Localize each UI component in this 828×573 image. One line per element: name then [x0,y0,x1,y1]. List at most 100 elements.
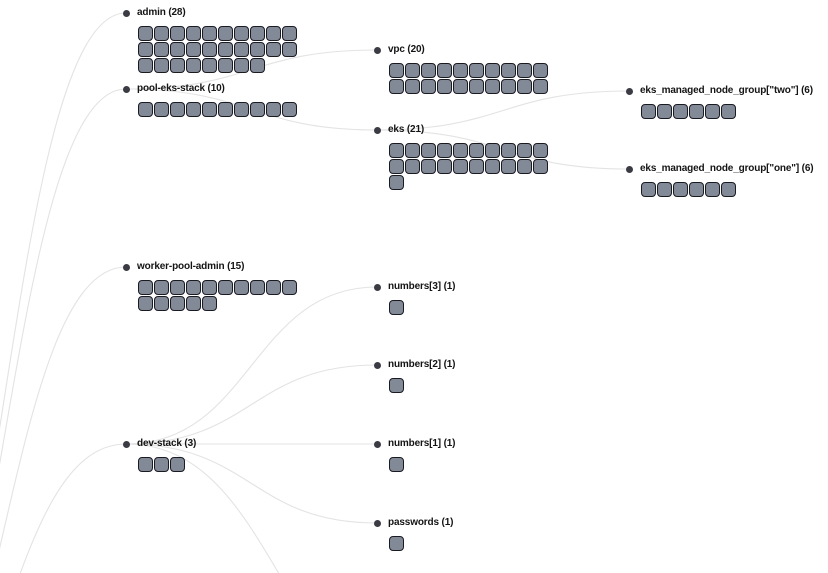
resource-square[interactable] [421,159,436,174]
resource-square[interactable] [154,26,169,41]
node-label[interactable]: pool-eks-stack (10) [137,83,225,94]
resource-square[interactable] [154,102,169,117]
resource-square[interactable] [517,143,532,158]
resource-square[interactable] [138,296,153,311]
resource-square[interactable] [469,159,484,174]
resource-square[interactable] [186,42,201,57]
node-label[interactable]: worker-pool-admin (15) [137,261,245,272]
node-dot-icon[interactable] [373,361,381,369]
node-dot-icon[interactable] [373,46,381,54]
resource-square[interactable] [154,42,169,57]
resource-square[interactable] [282,102,297,117]
resource-square[interactable] [234,42,249,57]
node-label[interactable]: eks_managed_node_group["two"] (6) [640,85,813,96]
resource-square[interactable] [218,42,233,57]
resource-square[interactable] [485,159,500,174]
resource-square[interactable] [517,63,532,78]
resource-square[interactable] [186,280,201,295]
resource-square[interactable] [641,104,656,119]
resource-square[interactable] [437,159,452,174]
resource-square[interactable] [154,58,169,73]
resource-square[interactable] [405,63,420,78]
resource-square[interactable] [705,182,720,197]
resource-square[interactable] [234,26,249,41]
resource-square[interactable] [170,58,185,73]
resource-square[interactable] [673,104,688,119]
resource-square[interactable] [154,296,169,311]
resource-square[interactable] [453,63,468,78]
resource-square[interactable] [138,26,153,41]
resource-square[interactable] [282,26,297,41]
resource-square[interactable] [485,79,500,94]
resource-square[interactable] [170,26,185,41]
node-dot-icon[interactable] [625,165,633,173]
resource-square[interactable] [689,182,704,197]
resource-square[interactable] [138,280,153,295]
node-dot-icon[interactable] [122,263,130,271]
resource-square[interactable] [405,79,420,94]
resource-square[interactable] [234,58,249,73]
resource-square[interactable] [517,159,532,174]
resource-square[interactable] [202,280,217,295]
resource-square[interactable] [389,159,404,174]
resource-square[interactable] [170,42,185,57]
resource-square[interactable] [437,79,452,94]
resource-square[interactable] [689,104,704,119]
node-dot-icon[interactable] [122,85,130,93]
resource-square[interactable] [266,42,281,57]
node-label[interactable]: admin (28) [137,7,186,18]
resource-square[interactable] [138,58,153,73]
resource-square[interactable] [721,182,736,197]
resource-square[interactable] [282,280,297,295]
resource-square[interactable] [266,26,281,41]
resource-square[interactable] [186,102,201,117]
resource-square[interactable] [421,79,436,94]
node-dot-icon[interactable] [373,126,381,134]
resource-square[interactable] [405,143,420,158]
resource-square[interactable] [218,102,233,117]
resource-square[interactable] [250,58,265,73]
resource-square[interactable] [437,143,452,158]
resource-square[interactable] [154,457,169,472]
resource-square[interactable] [186,26,201,41]
resource-square[interactable] [405,159,420,174]
resource-square[interactable] [266,102,281,117]
resource-square[interactable] [469,143,484,158]
resource-square[interactable] [170,457,185,472]
resource-square[interactable] [721,104,736,119]
resource-square[interactable] [501,63,516,78]
node-label[interactable]: vpc (20) [388,44,425,55]
resource-square[interactable] [218,58,233,73]
resource-square[interactable] [657,104,672,119]
resource-square[interactable] [641,182,656,197]
resource-square[interactable] [154,280,169,295]
resource-square[interactable] [389,143,404,158]
resource-square[interactable] [453,79,468,94]
resource-square[interactable] [501,79,516,94]
node-label[interactable]: passwords (1) [388,517,454,528]
resource-square[interactable] [218,280,233,295]
node-dot-icon[interactable] [373,440,381,448]
resource-square[interactable] [234,102,249,117]
resource-square[interactable] [186,296,201,311]
node-label[interactable]: numbers[1] (1) [388,438,456,449]
resource-square[interactable] [421,63,436,78]
resource-square[interactable] [389,79,404,94]
node-dot-icon[interactable] [122,9,130,17]
resource-square[interactable] [421,143,436,158]
resource-square[interactable] [250,42,265,57]
resource-square[interactable] [202,58,217,73]
resource-square[interactable] [138,102,153,117]
resource-square[interactable] [202,296,217,311]
node-dot-icon[interactable] [373,519,381,527]
resource-square[interactable] [657,182,672,197]
resource-square[interactable] [469,63,484,78]
resource-square[interactable] [389,175,404,190]
resource-square[interactable] [469,79,484,94]
resource-square[interactable] [282,42,297,57]
resource-square[interactable] [389,378,404,393]
resource-square[interactable] [485,63,500,78]
resource-square[interactable] [501,159,516,174]
resource-square[interactable] [389,300,404,315]
resource-square[interactable] [266,280,281,295]
